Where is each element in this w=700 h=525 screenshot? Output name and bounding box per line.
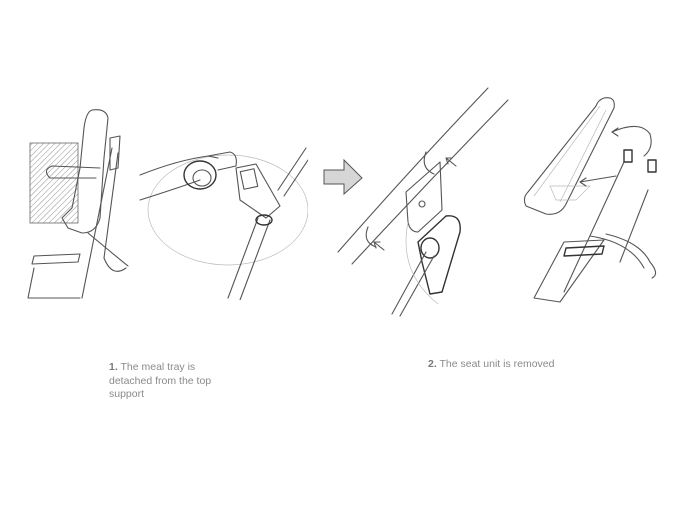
caption-step-2: 2. The seat unit is removed	[428, 358, 628, 372]
sketch-high-chair-assembled	[22, 108, 142, 303]
step-text: The seat unit is removed	[436, 358, 555, 370]
step-text: The meal tray is detached from the top s…	[109, 361, 212, 400]
step-number: 2.	[428, 358, 437, 370]
sketch-seat-clip-release	[318, 82, 518, 317]
caption-step-1: 1. The meal tray is detached from the to…	[109, 361, 239, 402]
sketch-tray-arm-joint	[138, 140, 308, 300]
sketch-seat-removed	[520, 92, 690, 307]
arrow-right-icon	[323, 158, 363, 196]
step-number: 1.	[109, 361, 118, 373]
